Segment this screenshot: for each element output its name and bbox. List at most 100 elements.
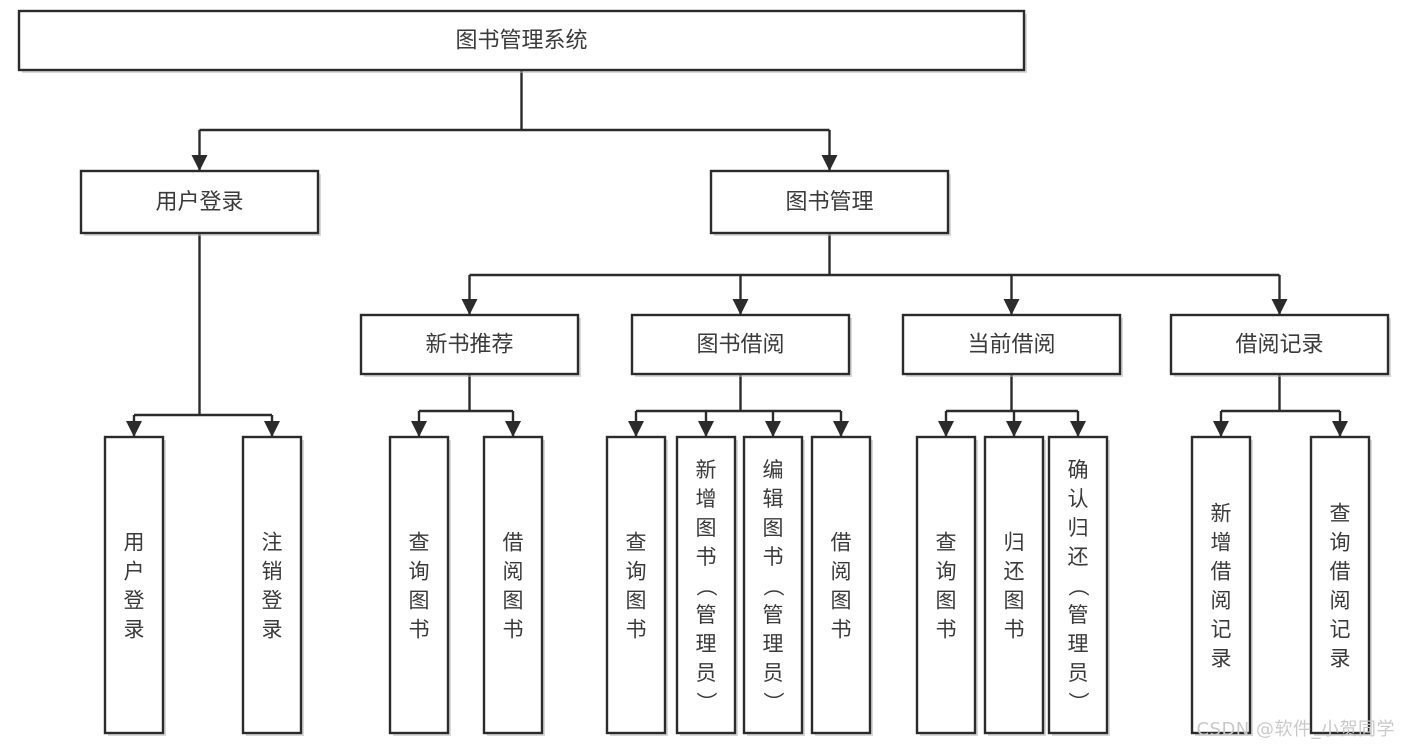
svg-text:图: 图 [626, 589, 647, 613]
node-new-book-rec[interactable]: 新书推荐 [359, 313, 581, 377]
node-box [359, 313, 580, 376]
node-label: 用户登录 [124, 531, 145, 642]
svg-text:（: （ [1066, 576, 1090, 597]
arrow-head-icon [461, 299, 478, 315]
svg-text:）: ） [1066, 692, 1090, 713]
svg-text:（: （ [694, 576, 718, 597]
svg-text:书: 书 [626, 618, 647, 642]
svg-text:登: 登 [124, 589, 145, 613]
node-root[interactable]: 图书管理系统 [17, 9, 1027, 73]
node-box [709, 169, 950, 235]
node-label: 图书管理 [785, 190, 873, 215]
arrow-head-icon [628, 421, 644, 437]
svg-text:录: 录 [262, 618, 283, 642]
svg-text:阅: 阅 [503, 560, 524, 584]
node-box [388, 435, 450, 735]
svg-text:图: 图 [763, 516, 784, 540]
node-user-login[interactable]: 用户登录 [79, 169, 321, 236]
svg-text:辑: 辑 [763, 487, 784, 511]
svg-text:查: 查 [626, 531, 647, 555]
svg-text:查: 查 [936, 531, 957, 555]
node-label: 图书借阅 [696, 333, 784, 358]
svg-text:记: 记 [1211, 618, 1232, 642]
svg-text:管: 管 [763, 603, 784, 627]
node-box [1169, 313, 1390, 376]
arrow-head-icon [126, 421, 142, 437]
arrow-head-icon [1213, 421, 1229, 437]
svg-text:借: 借 [1211, 560, 1232, 584]
node-borrow-record[interactable]: 借阅记录 [1169, 313, 1391, 377]
svg-text:询: 询 [409, 560, 430, 584]
arrow-head-icon [732, 299, 749, 315]
arrow-head-icon [938, 421, 954, 437]
node-box [241, 435, 303, 735]
svg-text:用: 用 [124, 531, 145, 555]
svg-text:理: 理 [763, 632, 784, 656]
node-box [17, 9, 1026, 72]
svg-text:）: ） [761, 692, 785, 713]
arrow-head-icon [765, 421, 781, 437]
svg-text:书: 书 [503, 618, 524, 642]
arrow-head-icon [411, 421, 427, 437]
svg-text:图: 图 [936, 589, 957, 613]
watermark-label: CSDN @软件_小贺同学 [1196, 719, 1395, 740]
svg-text:管: 管 [696, 603, 717, 627]
node-leaf-1[interactable]: 用户登录 [103, 435, 166, 736]
svg-text:归: 归 [1004, 531, 1025, 555]
svg-text:借: 借 [1330, 560, 1351, 584]
node-label: 当前借阅 [967, 333, 1055, 358]
svg-text:书: 书 [1004, 618, 1025, 642]
svg-text:理: 理 [1068, 632, 1089, 656]
svg-text:管: 管 [1068, 603, 1089, 627]
node-box [901, 313, 1122, 376]
arrow-head-icon [264, 421, 280, 437]
svg-text:图: 图 [696, 516, 717, 540]
svg-text:阅: 阅 [831, 560, 852, 584]
node-box [915, 435, 977, 735]
node-box [79, 169, 320, 235]
arrow-head-icon [505, 421, 521, 437]
arrow-head-icon [1003, 299, 1020, 315]
svg-text:书: 书 [763, 545, 784, 569]
node-box [810, 435, 872, 735]
svg-text:询: 询 [626, 560, 647, 584]
svg-text:阅: 阅 [1211, 589, 1232, 613]
node-box [742, 435, 804, 735]
arrow-head-icon [833, 421, 849, 437]
svg-text:录: 录 [1330, 647, 1351, 671]
svg-text:归: 归 [1068, 516, 1089, 540]
node-label: 图书管理系统 [455, 29, 587, 54]
node-box [1309, 435, 1371, 735]
node-book-manage[interactable]: 图书管理 [709, 169, 951, 236]
node-book-borrow[interactable]: 图书借阅 [630, 313, 852, 377]
svg-text:书: 书 [696, 545, 717, 569]
arrow-head-icon [698, 421, 714, 437]
svg-text:记: 记 [1330, 618, 1351, 642]
svg-text:录: 录 [124, 618, 145, 642]
svg-text:编: 编 [763, 458, 784, 482]
svg-text:图: 图 [1004, 589, 1025, 613]
arrow-head-icon [1070, 421, 1086, 437]
node-current-borrow[interactable]: 当前借阅 [901, 313, 1123, 377]
node-label: 新书推荐 [425, 333, 513, 358]
